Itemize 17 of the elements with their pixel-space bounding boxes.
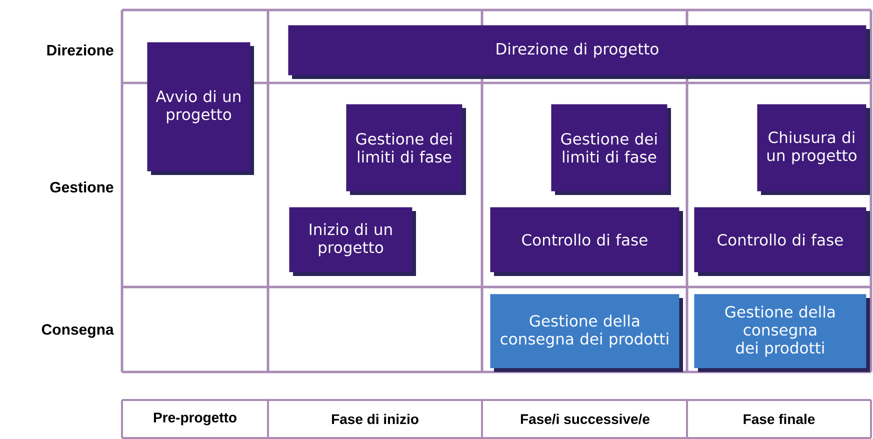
column-label: Fase di inizio <box>332 414 418 424</box>
process-box: Gestione della consegna dei prodotti <box>694 294 870 372</box>
process-box: Inizio di un progetto <box>289 207 416 276</box>
column-label: Fase/i successive/e <box>520 414 650 424</box>
row-label: Gestione <box>50 181 114 192</box>
process-box: Avvio di un progetto <box>147 42 254 175</box>
process-box: Gestione della consegna dei prodotti <box>490 294 683 372</box>
process-box: Chiusura di un progetto <box>757 104 870 195</box>
row-label: Consegna <box>42 324 114 338</box>
process-box: Gestione dei limiti di fase <box>551 104 671 195</box>
process-box: Controllo di fase <box>490 207 683 276</box>
process-box: Gestione dei limiti di fase <box>346 104 466 195</box>
column-label: Pre-progetto <box>154 412 236 426</box>
column-label: Fase finale <box>744 414 815 424</box>
process-box: Direzione di progetto <box>288 25 870 79</box>
process-box: Controllo di fase <box>694 207 870 276</box>
row-label: Direzione <box>47 44 114 56</box>
